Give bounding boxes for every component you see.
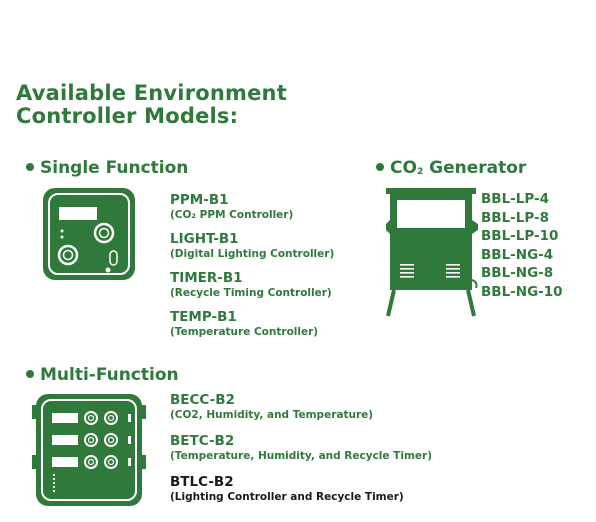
model-description: (Recycle Timing Controller): [170, 287, 332, 299]
model-description: (CO2, Humidity, and Temperature): [170, 409, 374, 421]
list-item: BBL-NG-4: [481, 246, 554, 263]
list-item: BETC-B2 (Temperature, Humidity, and Recy…: [170, 433, 432, 463]
co2-generator-heading-suffix: Generator: [423, 158, 527, 178]
single-function-model-list: PPM-B1 (CO₂ PPM Controller) LIGHT-B1 (Di…: [170, 192, 334, 339]
model-name: BTLC-B2: [170, 474, 234, 490]
co2-generator-icon: [386, 188, 478, 317]
list-item: BBL-NG-8: [481, 265, 554, 282]
page-title-line-1: Available Environment: [16, 81, 287, 105]
model-description: (Digital Lighting Controller): [170, 248, 335, 260]
single-function-heading: Single Function: [26, 158, 188, 178]
co2-generator-model-list: BBL-LP-4 BBL-LP-8 BBL-LP-10 BBL-NG-4 BBL…: [481, 190, 563, 302]
multi-function-heading: Multi-Function: [26, 365, 179, 385]
list-item: TIMER-B1 (Recycle Timing Controller): [170, 270, 334, 300]
model-description: (Lighting Controller and Recycle Timer): [170, 491, 404, 503]
list-item: TEMP-B1 (Temperature Controller): [170, 309, 334, 339]
list-item: BBL-LP-8: [481, 209, 550, 226]
bullet-icon: [26, 369, 34, 378]
list-item: BBL-LP-10: [481, 228, 559, 245]
list-item: PPM-B1 (CO₂ PPM Controller): [170, 192, 334, 222]
model-name: LIGHT-B1: [170, 231, 239, 247]
model-name: PPM-B1: [170, 192, 229, 208]
co2-generator-heading-subscript: 2: [416, 167, 424, 177]
co2-generator-heading-prefix: CO: [390, 158, 417, 178]
model-description: (Temperature, Humidity, and Recycle Time…: [170, 450, 432, 462]
list-item: BBL-LP-4: [481, 191, 550, 207]
model-name: TEMP-B1: [170, 309, 237, 325]
single-function-controller-icon: [43, 188, 135, 280]
model-name: BECC-B2: [170, 392, 235, 408]
model-description: (Temperature Controller): [170, 326, 319, 338]
bullet-icon: [376, 162, 384, 171]
page-title: Available Environment Controller Models:: [16, 82, 287, 128]
bullet-icon: [26, 162, 34, 171]
model-description: (CO₂ PPM Controller): [170, 209, 294, 221]
co2-generator-heading: CO2 Generator: [376, 158, 526, 178]
list-item: LIGHT-B1 (Digital Lighting Controller): [170, 231, 334, 261]
single-function-heading-label: Single Function: [40, 158, 189, 178]
list-item: BBL-NG-10: [481, 283, 563, 300]
multi-function-controller-icon: [32, 394, 146, 506]
model-name: BETC-B2: [170, 433, 235, 449]
list-item: BTLC-B2 (Lighting Controller and Recycle…: [170, 474, 432, 504]
multi-function-heading-label: Multi-Function: [40, 365, 179, 385]
model-name: TIMER-B1: [170, 270, 243, 286]
multi-function-model-list: BECC-B2 (CO2, Humidity, and Temperature)…: [170, 392, 432, 504]
page-title-line-2: Controller Models:: [16, 104, 239, 128]
list-item: BECC-B2 (CO2, Humidity, and Temperature): [170, 392, 432, 422]
